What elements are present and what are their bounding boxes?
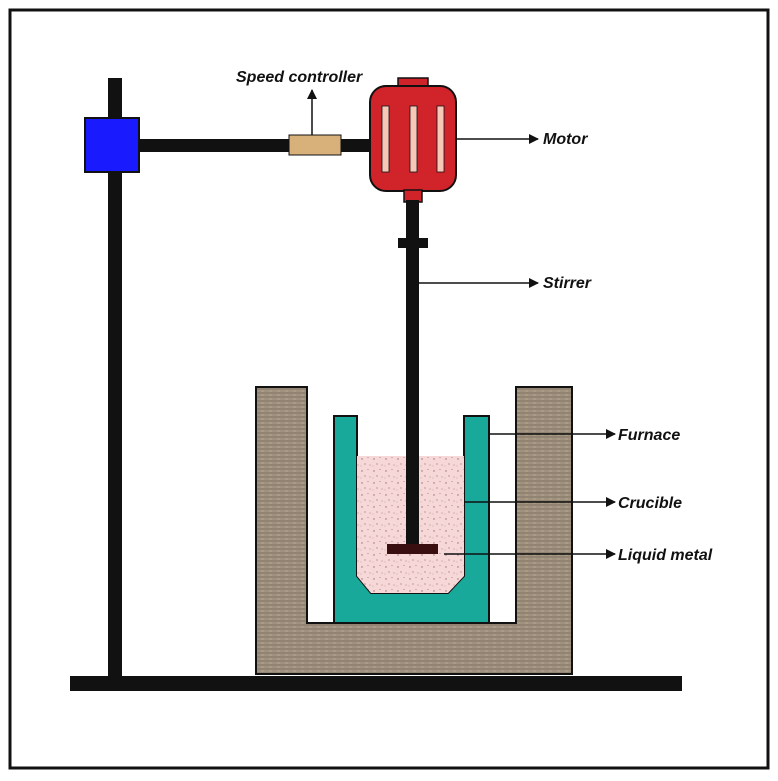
motor-fin [436, 105, 445, 173]
motor-fin [381, 105, 390, 173]
stand-pole [108, 78, 122, 678]
label-stirrer: Stirrer [543, 275, 592, 292]
motor-fin [409, 105, 418, 173]
label-motor: Motor [543, 131, 588, 148]
shaft-collar [398, 238, 428, 248]
base-plate [70, 676, 682, 691]
label-furnace: Furnace [618, 427, 680, 444]
speed-controller-block [288, 134, 342, 156]
stirrer-impeller [387, 544, 438, 554]
label-speed-controller: Speed controller [236, 69, 363, 86]
label-liquid-metal: Liquid metal [618, 547, 713, 564]
stand-clamp [84, 117, 140, 173]
label-crucible: Crucible [618, 495, 682, 512]
furnace [255, 386, 573, 675]
stirrer-shaft [406, 200, 419, 550]
motor [369, 77, 457, 203]
